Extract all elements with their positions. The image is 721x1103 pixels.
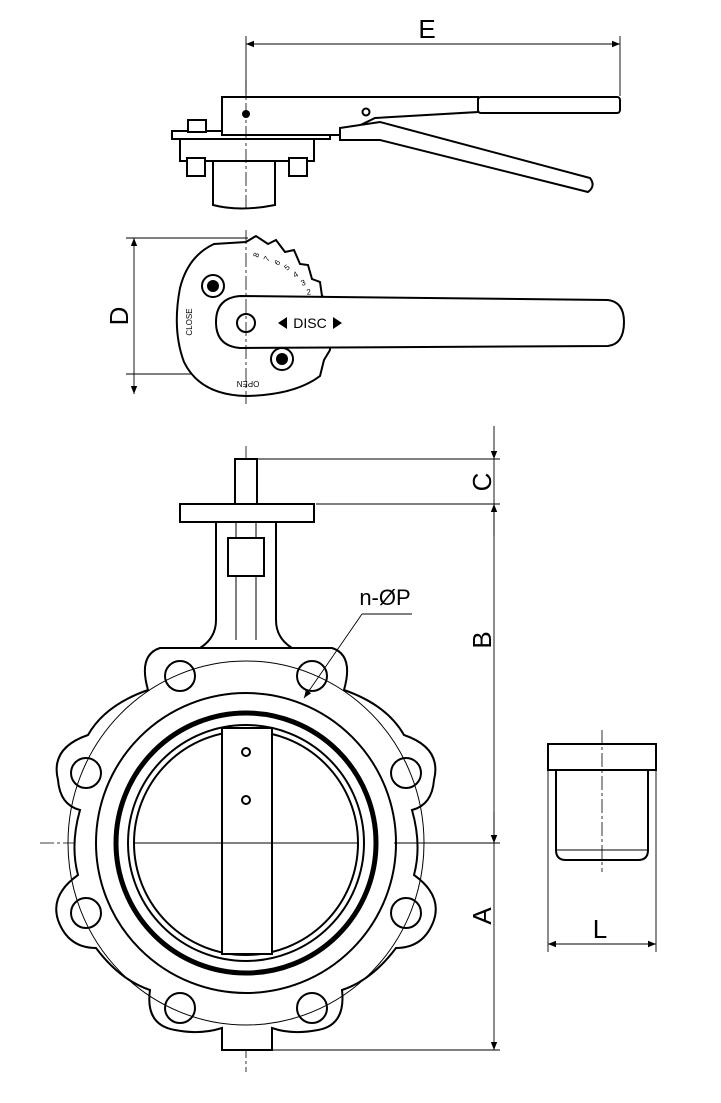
top-mounting-pad: [179, 503, 315, 523]
lug-hole-upper-left: [70, 757, 102, 789]
lever-pin: [361, 107, 371, 117]
lug-hole-lower-right: [390, 897, 422, 929]
scale-mark-7: 7: [262, 254, 272, 263]
disc-pin-lower: [241, 795, 251, 805]
dimension-l-label: L: [593, 914, 607, 944]
handle-plan-view: D 8 7 6 5 4 3 2 DISC CLOSE OPEN: [104, 230, 626, 404]
disc-pin-upper: [241, 747, 251, 757]
lug-hole-bottom-right: [296, 992, 328, 1024]
bolt-left-bottom: [186, 157, 206, 177]
dimension-b-label: B: [467, 631, 497, 648]
dimension-d-label: D: [104, 307, 134, 326]
disc-label: DISC: [293, 315, 326, 331]
close-label: CLOSE: [185, 308, 194, 335]
lug-hole-lower-left: [70, 897, 102, 929]
lock-lever: [339, 120, 594, 194]
valve-front-view: n-ØP C B A: [40, 426, 500, 1072]
lug-hole-top-left: [164, 660, 196, 692]
bolt-holes-label: n-ØP: [359, 585, 410, 610]
dimension-a-label: A: [467, 907, 497, 925]
dimension-c-label: C: [467, 473, 497, 492]
scale-mark-2: 2: [306, 287, 312, 297]
neck-collar: [227, 537, 265, 577]
scale-mark-8: 8: [251, 251, 261, 259]
handle-side-view: E: [171, 14, 621, 212]
bolt-leader-line: [303, 613, 363, 699]
lug-hole-bottom-left: [164, 992, 196, 1024]
stop-hole-upper-inner: [207, 280, 219, 292]
scale-mark-3: 3: [300, 278, 308, 288]
disc-arrow-right-icon: [333, 317, 342, 329]
bolt-left-top: [187, 119, 207, 133]
lug-hole-top-right: [296, 660, 328, 692]
lug-hole-upper-right: [390, 757, 422, 789]
dimension-e-label: E: [418, 14, 435, 44]
disc-hub: [221, 727, 273, 955]
bolt-right-bottom: [288, 157, 308, 177]
scale-mark-5: 5: [283, 262, 293, 272]
stem-top: [234, 458, 258, 506]
seat-liner: [113, 710, 379, 976]
neck-stem: [212, 159, 276, 210]
open-label: OPEN: [236, 379, 259, 388]
disc-arrow-left-icon: [278, 317, 287, 329]
scale-mark-6: 6: [273, 258, 283, 268]
seat-inner-edge: [127, 724, 365, 962]
scale-mark-4: 4: [292, 269, 301, 279]
handle-bar: [214, 294, 626, 350]
handle-grip: [477, 96, 621, 114]
valve-side-view: L: [547, 730, 657, 952]
stop-hole-lower-inner: [276, 353, 288, 365]
